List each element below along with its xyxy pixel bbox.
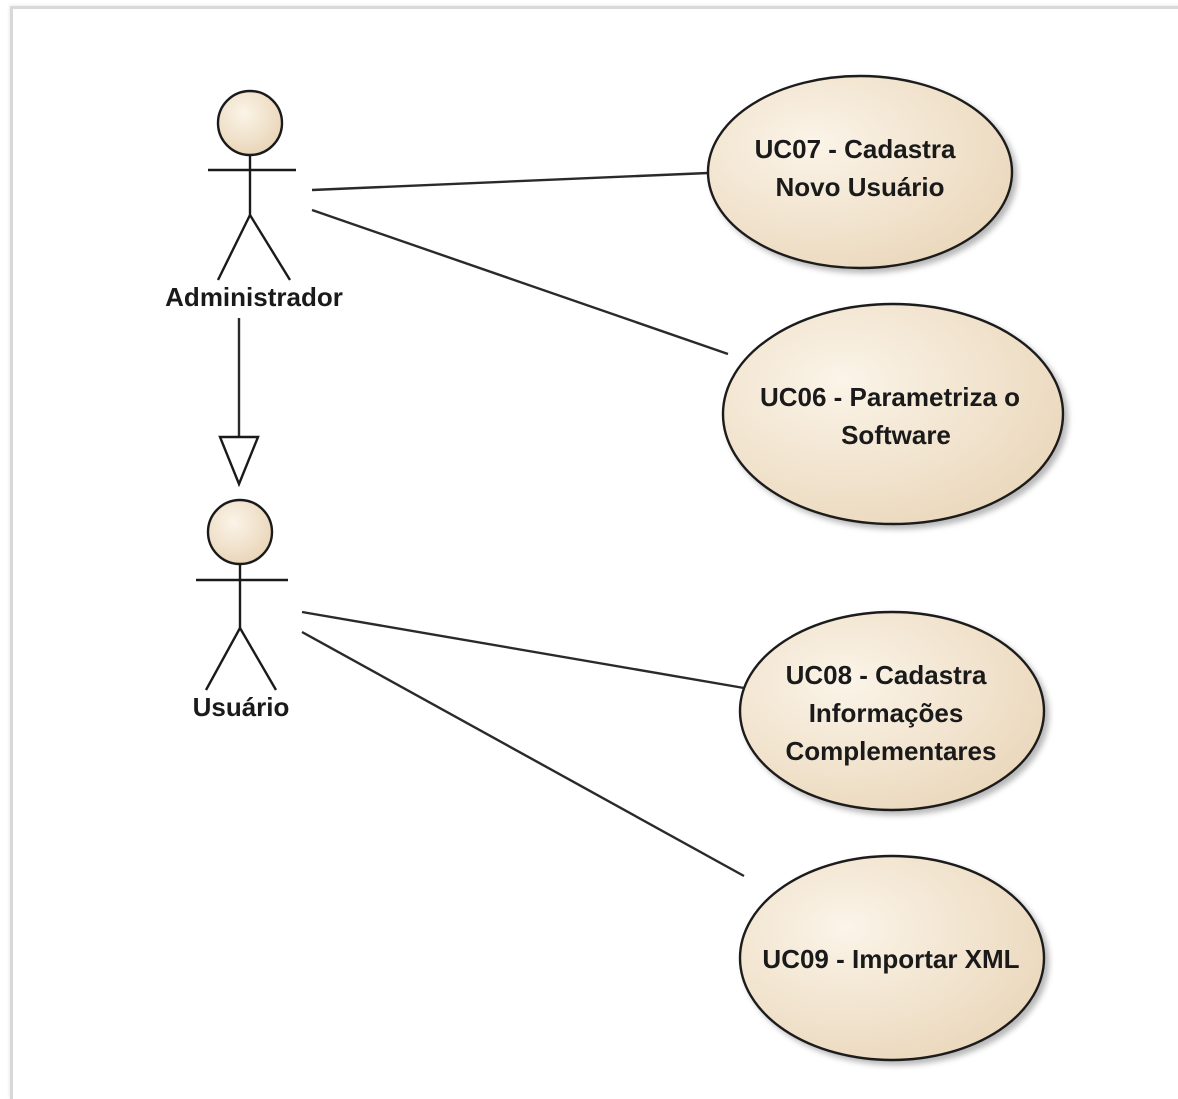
use-case-uc09[interactable]: UC09 - Importar XML <box>738 854 1046 1062</box>
use-case-label-line: UC07 - Cadastra <box>755 134 956 164</box>
use-case-label-line: Complementares <box>786 736 997 766</box>
actor-head-icon <box>216 89 284 157</box>
actor-usuario[interactable]: Usuário <box>193 498 290 722</box>
use-case-label-line: Informações <box>809 698 964 728</box>
use-case-label-line: UC06 - Parametriza o <box>760 382 1020 412</box>
use-case-uc07[interactable]: UC07 - Cadastra Novo Usuário <box>706 74 1014 270</box>
generalization-arrow[interactable] <box>218 318 260 488</box>
use-case-label-line: UC08 - Cadastra <box>786 660 987 690</box>
association-user-uc09[interactable] <box>301 630 745 878</box>
use-case-uc08[interactable]: UC08 - Cadastra Informações Complementar… <box>738 610 1046 812</box>
association-user-uc08[interactable] <box>301 610 745 690</box>
actor-label-administrador: Administrador <box>165 282 343 312</box>
actor-administrador[interactable]: Administrador <box>165 89 343 312</box>
association-admin-uc07[interactable] <box>311 171 709 192</box>
actor-head-icon <box>206 498 274 566</box>
association-admin-uc06[interactable] <box>311 208 729 356</box>
use-case-label-line: Software <box>841 420 951 450</box>
use-case-label-line: UC09 - Importar XML <box>762 944 1019 974</box>
use-case-label-line: Novo Usuário <box>775 172 944 202</box>
use-case-uc06[interactable]: UC06 - Parametriza o Software <box>721 302 1065 526</box>
actor-label-usuario: Usuário <box>193 692 290 722</box>
